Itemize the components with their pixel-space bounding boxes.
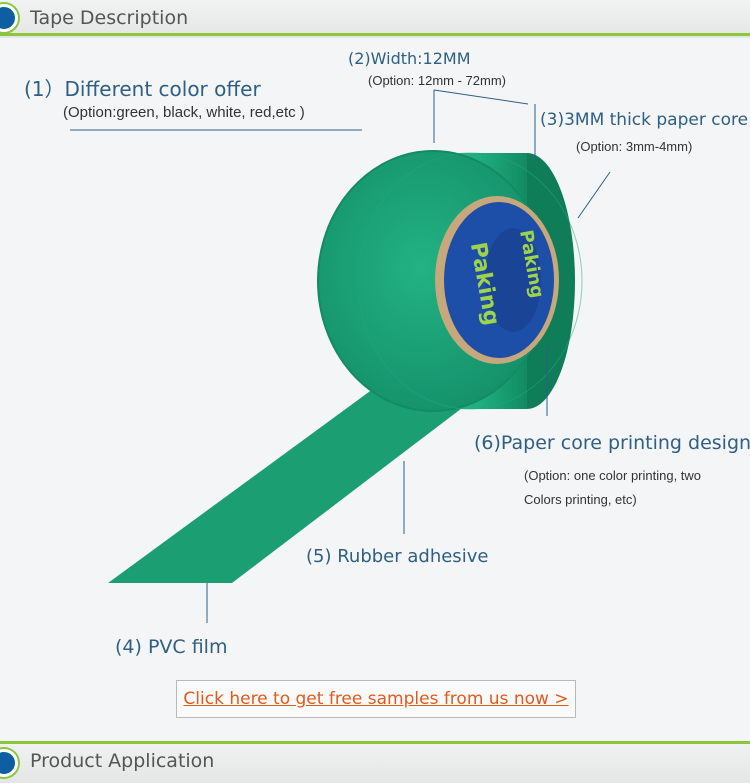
free-samples-link[interactable]: Click here to get free samples from us n… xyxy=(176,680,576,718)
color-option: (Option:green, black, white, red,etc ) xyxy=(63,104,305,121)
printing-option-line2: Colors printing, etc) xyxy=(524,492,637,507)
header-accent-line xyxy=(0,33,750,36)
printing-label: (6)Paper core printing design xyxy=(474,432,750,454)
film-label: (4) PVC film xyxy=(115,636,228,658)
tape-strip xyxy=(108,378,470,583)
adhesive-label: (5) Rubber adhesive xyxy=(306,546,489,567)
color-label: (1）Different color offer xyxy=(24,77,261,101)
printing-option-line1: (Option: one color printing, two xyxy=(524,468,702,483)
tape-description-header: Tape Description xyxy=(0,0,750,38)
paper-core: Paking Paking xyxy=(435,196,559,364)
header-bullet-icon xyxy=(0,749,18,777)
product-application-header: Product Application xyxy=(0,741,750,783)
section-title: Product Application xyxy=(30,750,215,772)
header-bullet-icon xyxy=(0,4,18,32)
header-accent-line xyxy=(0,741,750,744)
width-option: (Option: 12mm - 72mm) xyxy=(368,73,506,88)
core-option: (Option: 3mm-4mm) xyxy=(576,139,693,154)
width-label: (2)Width:12MM xyxy=(348,49,471,68)
leader-lines xyxy=(70,89,611,623)
section-title: Tape Description xyxy=(30,7,189,29)
core-label: (3)3MM thick paper core xyxy=(540,110,749,130)
